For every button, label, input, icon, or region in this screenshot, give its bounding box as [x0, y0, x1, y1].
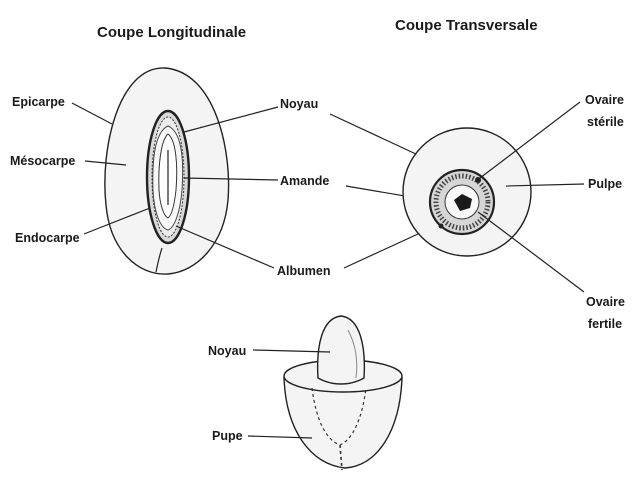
cutaway-stone: [318, 316, 365, 384]
label-endocarpe: Endocarpe: [15, 231, 80, 245]
longitudinal-olive: [105, 68, 229, 274]
fertile-ovary: [439, 224, 444, 229]
label-albumen: Albumen: [277, 264, 330, 278]
label-ovaire-sterile-line2: stérile: [587, 115, 624, 129]
label-noyau: Noyau: [280, 97, 318, 111]
label-amande: Amande: [280, 174, 329, 188]
label-pupe: Pupe: [212, 429, 243, 443]
leader-epicarpe: [72, 103, 112, 124]
label-pulpe: Pulpe: [588, 177, 622, 191]
label-epicarpe: Epicarpe: [12, 95, 65, 109]
leader-ovaire-fertile: [478, 212, 584, 292]
label-ovaire-sterile-line1: Ovaire: [585, 93, 624, 107]
label-noyau-cutaway: Noyau: [208, 344, 246, 358]
title-transverse-section: Coupe Transversale: [395, 17, 538, 34]
cutaway-olive: [284, 316, 402, 470]
label-mesocarpe: Mésocarpe: [10, 154, 75, 168]
label-ovaire-fertile-line2: fertile: [588, 317, 622, 331]
title-longitudinal-section: Coupe Longitudinale: [97, 24, 246, 41]
label-ovaire-fertile-line1: Ovaire: [586, 295, 625, 309]
